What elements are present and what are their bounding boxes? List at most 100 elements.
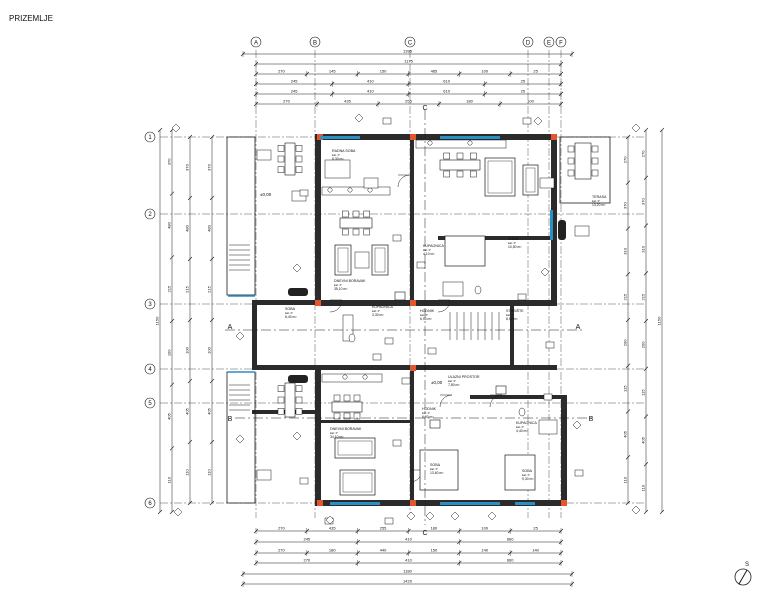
dimension-label: 100 xyxy=(207,346,212,353)
dimension-label: 660 xyxy=(507,558,514,563)
wall xyxy=(315,365,321,505)
dimension-tick xyxy=(625,272,631,277)
dimension-tick xyxy=(625,180,631,185)
wall xyxy=(315,365,557,370)
grid-label: D xyxy=(526,41,531,47)
dimension-label: 100 xyxy=(185,346,190,353)
marker-diamond xyxy=(171,123,181,133)
dimension-tick xyxy=(625,363,631,368)
dimension-label: 370 xyxy=(641,198,646,205)
sofa xyxy=(371,244,389,276)
chair xyxy=(470,170,477,178)
dimension-tick xyxy=(643,414,649,419)
room-floor: kat: P xyxy=(420,313,428,317)
marker-diamond xyxy=(533,116,543,126)
dimension-label: 370 xyxy=(623,202,628,209)
room-name: TERASA xyxy=(592,195,607,199)
grid-bubble xyxy=(555,36,567,48)
dimension-label: 485 xyxy=(431,69,438,74)
chair xyxy=(456,170,464,178)
room-area: 9,30 m² xyxy=(522,477,534,481)
dimension-label: 440 xyxy=(380,548,387,553)
section-label: B xyxy=(589,416,594,423)
element-tag xyxy=(392,234,402,242)
dimension-tick xyxy=(187,500,193,506)
dimension-label: 410 xyxy=(367,89,374,94)
desk xyxy=(324,159,351,179)
dimension-tick xyxy=(187,439,193,445)
dimension-label: 245 xyxy=(291,79,298,84)
wall xyxy=(561,395,567,505)
planter xyxy=(558,220,566,240)
terrace-outline xyxy=(559,136,611,204)
dimension-tick xyxy=(643,462,649,467)
sofa xyxy=(334,244,352,276)
dimension-label: 215 xyxy=(167,285,172,292)
room-area: 13,60 m² xyxy=(430,471,444,475)
dimension-label: 150 xyxy=(380,69,387,74)
room-name: SOBA xyxy=(285,307,296,311)
element-tag xyxy=(392,439,402,447)
kitchen-counter xyxy=(321,373,383,383)
dimension-label: 245 xyxy=(291,89,298,94)
element-tag xyxy=(299,477,309,485)
wall xyxy=(315,134,321,306)
grid-bubble xyxy=(522,36,534,48)
marker-diamond xyxy=(292,263,302,273)
equipment-box xyxy=(256,469,272,481)
marker-diamond xyxy=(631,123,641,133)
dimension-label: 310 xyxy=(641,245,646,252)
element-tag xyxy=(394,291,406,301)
dimension-label: 110 xyxy=(207,469,212,476)
room-name: DNEVNI BORAVAK xyxy=(330,427,362,431)
door-swing xyxy=(329,299,343,313)
dimension-label: 410 xyxy=(405,537,412,542)
dimension-label: 270 xyxy=(278,526,285,531)
element-tag xyxy=(427,347,437,355)
door-swing xyxy=(437,299,451,313)
chair xyxy=(591,145,599,153)
room-area: 35,10 m² xyxy=(334,287,348,291)
dimension-label: 25 xyxy=(521,89,526,94)
chair xyxy=(591,169,599,177)
dimension-tick xyxy=(643,223,649,228)
chair xyxy=(277,166,285,173)
planter xyxy=(288,375,308,383)
equipment-box xyxy=(256,149,272,161)
dimension-label: 100 xyxy=(527,99,534,104)
dimension-tick xyxy=(169,255,175,260)
chair xyxy=(591,157,599,165)
dimension-label: 100 xyxy=(167,349,172,356)
dimension-tick xyxy=(169,318,175,324)
chair xyxy=(277,396,285,404)
bathtub xyxy=(342,314,354,342)
dimension-tick xyxy=(625,409,631,414)
dimension-tick xyxy=(643,509,649,515)
chair xyxy=(470,152,477,160)
room-floor: kat: P xyxy=(522,473,530,477)
dimension-label: 140 xyxy=(481,548,488,553)
element-tag xyxy=(495,385,507,395)
page-title: PRIZEMLJE xyxy=(9,14,54,23)
marker-diamond xyxy=(487,511,497,521)
dimension-tick xyxy=(187,256,193,262)
element-tag xyxy=(401,377,411,385)
window xyxy=(440,502,500,505)
dimension-label: 480 xyxy=(207,224,212,231)
dimension-label: 610 xyxy=(443,89,450,94)
chair xyxy=(342,228,349,236)
chair xyxy=(567,169,575,177)
dimension-tick xyxy=(643,271,649,276)
dimension-label: 180 xyxy=(329,548,336,553)
room-area: 3,30 m² xyxy=(372,313,384,317)
wall xyxy=(315,134,557,140)
dimension-label: 270 xyxy=(278,69,285,74)
room-name: RADNA SOBA xyxy=(332,149,356,153)
dining-table xyxy=(284,142,296,176)
dimension-label: 200 xyxy=(641,341,646,348)
dimension-label: 110 xyxy=(167,476,172,483)
marker-diamond xyxy=(450,511,460,521)
element-tag xyxy=(382,117,392,125)
kitchen-counter xyxy=(415,139,507,149)
